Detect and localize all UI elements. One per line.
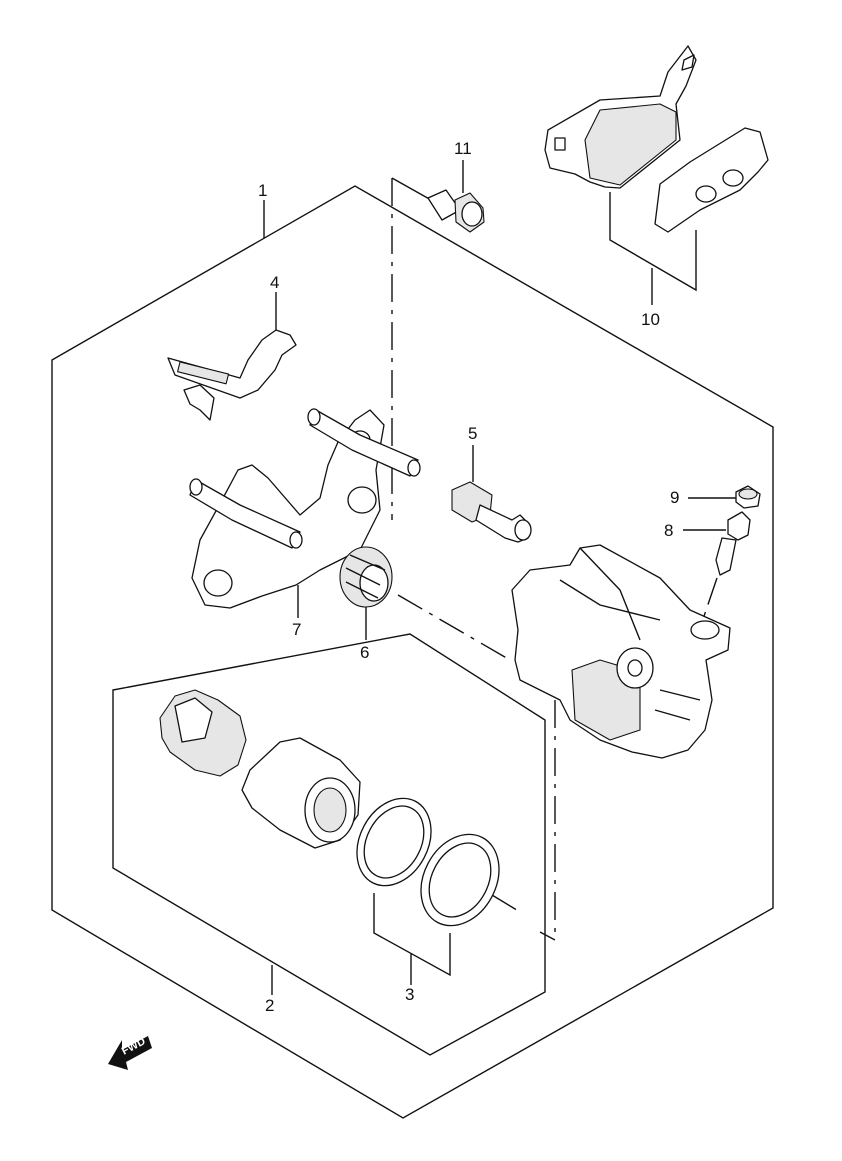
callout-2: 2: [265, 996, 274, 1015]
piston-seals-3: [356, 797, 500, 985]
dust-boot-6: [339, 546, 393, 640]
fwd-arrow-icon: FWD: [108, 1035, 152, 1070]
guide-line-ring: [491, 894, 521, 913]
assembly-outline-1: [51, 185, 774, 1119]
callout-9: 9: [670, 488, 679, 507]
callout-3: 3: [405, 985, 414, 1004]
callout-10: 10: [641, 310, 660, 329]
bleeder-screw-8: [683, 511, 751, 576]
callout-1: 1: [258, 181, 267, 200]
callout-4: 4: [270, 273, 279, 292]
guide-line-bleeder: [699, 577, 718, 629]
callout-11: 11: [454, 139, 472, 158]
guide-line-boot: [397, 594, 511, 661]
pad-spring-4: [167, 292, 297, 421]
guide-line-caliper-end: [539, 931, 556, 941]
callout-7: 7: [292, 620, 301, 639]
callout-8: 8: [664, 521, 673, 540]
bleeder-cap-9: [688, 485, 761, 509]
callout-6: 6: [360, 643, 369, 662]
bolt-11: [427, 160, 485, 233]
piston-kit-outline-2: [112, 633, 546, 1056]
brake-pads-10: [544, 45, 769, 305]
caliper-body: [511, 544, 731, 759]
slide-pin-5: [451, 445, 532, 543]
caliper-bracket-7: [189, 408, 421, 618]
callout-5: 5: [468, 424, 477, 443]
piston-assembly: [159, 689, 361, 849]
